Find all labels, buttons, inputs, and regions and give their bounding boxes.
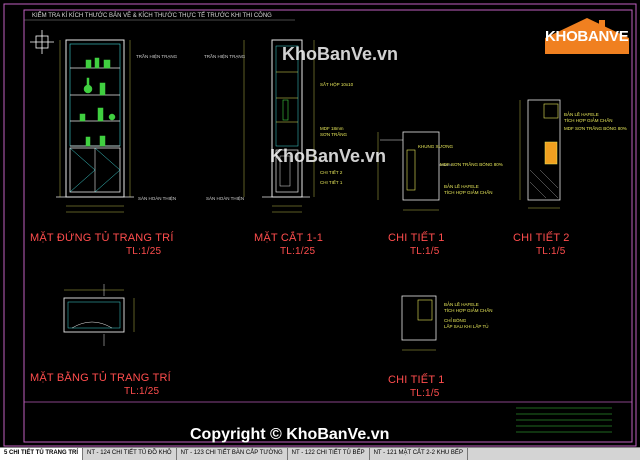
annotation-mdf-gloss-2: MDF SƠN TRẮNG BÓNG 80% <box>564 126 627 131</box>
view-title-detail-2: CHI TIẾT 2 <box>513 232 570 244</box>
annotation-detail-1-ref: CHI TIẾT 1 <box>320 180 343 185</box>
annotation-steel-box: SẮT HỘP 10x10 <box>320 82 354 87</box>
annotation-floor-1: SÀN HOÀN THIỆN <box>138 196 177 201</box>
annotation-ceiling-1: TRẦN HIỆN TRẠNG <box>136 54 178 59</box>
annotation-mdf: MDF 18mm <box>320 126 344 131</box>
annotation-detail-2-ref: CHI TIẾT 2 <box>320 170 343 175</box>
plan-drawing <box>63 284 135 346</box>
annotation-gloss-trim: CHỈ BÓNG <box>444 318 467 323</box>
tab-layout-2[interactable]: NT - 124 CHI TIẾT TỦ ĐỒ KHÔ <box>83 448 177 460</box>
view-title-detail-1-lower: CHI TIẾT 1 <box>388 374 445 386</box>
watermark-text-top: KhoBanVe.vn <box>282 44 399 64</box>
annotation-soft-close-2: TÍCH HỢP GIẢM CHẤN <box>564 118 613 123</box>
view-title-section: MẶT CẮT 1-1 <box>254 232 324 244</box>
view-scale-detail-2: TL:1/5 <box>536 246 566 257</box>
section-drawing <box>243 39 315 213</box>
outer-frame <box>3 3 637 447</box>
header-note: KIỂM TRA KÍ KÍCH THƯỚC BẢN VẼ & KÍCH THƯ… <box>32 13 272 19</box>
front-elevation-drawing <box>56 39 134 213</box>
view-title-detail-1: CHI TIẾT 1 <box>388 232 445 244</box>
detail-1-drawing <box>377 131 452 211</box>
annotation-hinge: BẢN LỀ HAFELE <box>444 184 479 189</box>
annotation-soft-close-3: TÍCH HỢP GIẢM CHẤN <box>444 308 493 313</box>
tab-layout-1[interactable]: 5 CHI TIẾT TỦ TRANG TRÍ <box>0 448 83 460</box>
view-scale-plan: TL:1/25 <box>124 386 160 397</box>
watermark-text-middle: KhoBanVe.vn <box>270 146 387 166</box>
annotation-paint: SƠN TRẮNG <box>320 132 348 137</box>
annotation-frame: KHUNG XƯƠNG <box>418 144 453 149</box>
tab-layout-5[interactable]: NT - 121 MẶT CẮT 2-2 KHU BẾP <box>369 448 468 460</box>
khobanve-logo-icon <box>545 18 629 54</box>
view-scale-front-elevation: TL:1/25 <box>126 246 162 257</box>
legend-table <box>516 407 612 433</box>
annotation-hinge-2: BẢN LỀ HAFELE <box>564 112 599 117</box>
view-scale-section: TL:1/25 <box>280 246 316 257</box>
tab-layout-4[interactable]: NT - 122 CHI TIẾT TỦ BẾP <box>287 448 370 460</box>
annotation-ceiling-2: TRẦN HIỆN TRẠNG <box>204 54 246 59</box>
view-scale-detail-1-lower: TL:1/5 <box>410 388 440 399</box>
detail-1-lower-drawing <box>401 295 437 351</box>
annotation-floor-2: SÀN HOÀN THIỆN <box>206 196 245 201</box>
annotation-soft-close: TÍCH HỢP GIẢM CHẤN <box>444 190 493 195</box>
ucs-crosshair-icon <box>30 30 54 54</box>
layout-tab-bar: 5 CHI TIẾT TỦ TRANG TRÍ NT - 124 CHI TIẾ… <box>0 447 640 460</box>
view-title-plan: MẶT BẰNG TỦ TRANG TRÍ <box>30 372 171 384</box>
tab-layout-3[interactable]: NT - 123 CHI TIẾT BÀN CẮP TƯỜNG <box>176 448 288 460</box>
annotation-mdf-gloss: MDF SƠN TRẮNG BÓNG 80% <box>440 162 503 167</box>
title-block <box>23 401 633 443</box>
detail-2-drawing <box>519 99 561 209</box>
annotation-install-after: LẮP SAU KHI LẮP TỦ <box>444 324 489 329</box>
view-title-front-elevation: MẶT ĐỨNG TỦ TRANG TRÍ <box>30 232 174 244</box>
logo-text: KHOBANVE <box>545 28 629 45</box>
copyright-watermark: Copyright © KhoBanVe.vn <box>190 426 390 443</box>
annotation-hinge-3: BẢN LỀ HAFELE <box>444 302 479 307</box>
view-scale-detail-1: TL:1/5 <box>410 246 440 257</box>
